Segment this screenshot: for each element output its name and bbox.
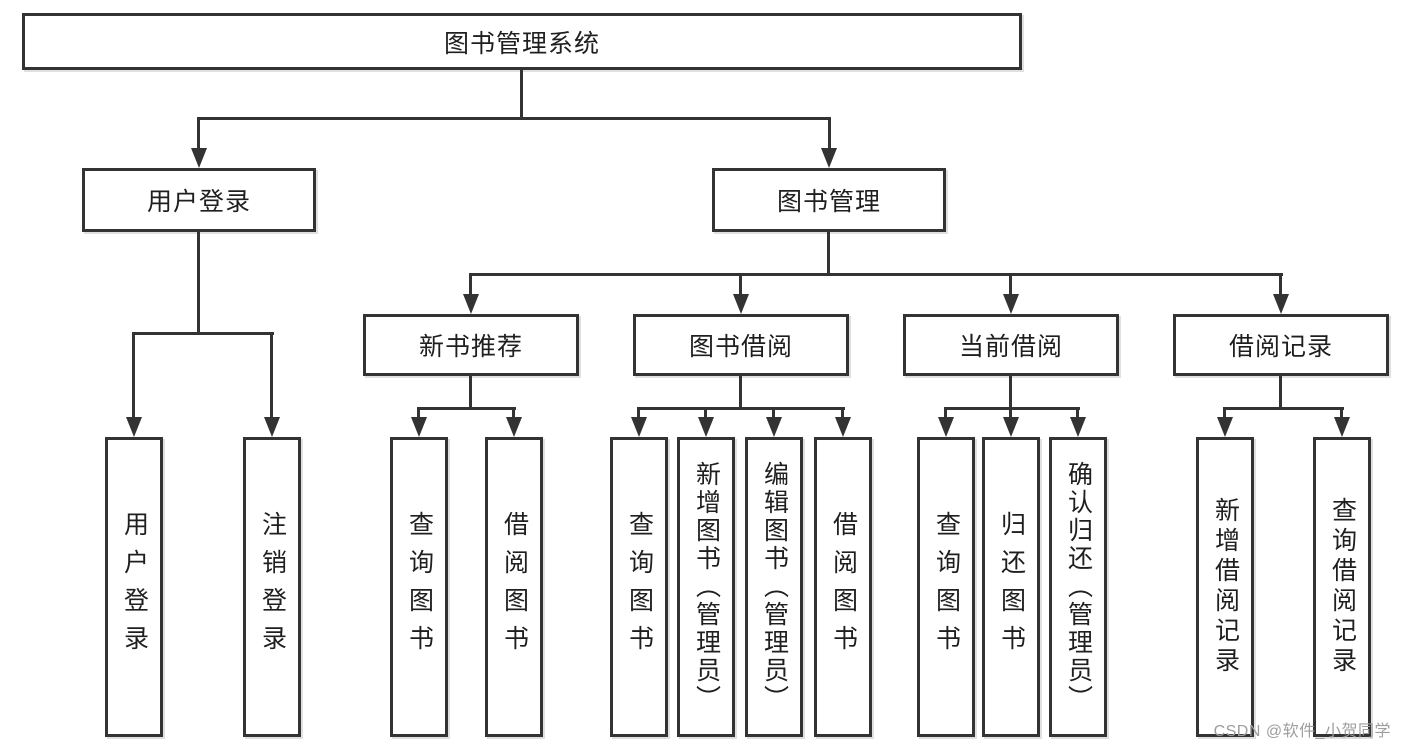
connector-line (469, 273, 1283, 276)
arrow-down-icon (1003, 294, 1019, 314)
connector-line (197, 117, 831, 120)
node-label: 新书推荐 (418, 333, 523, 361)
connector-line (1076, 407, 1079, 421)
connector-line (197, 232, 200, 332)
connector-line (1223, 407, 1344, 410)
leaf-logout: 注销登录 (243, 437, 301, 737)
arrow-down-icon (733, 294, 749, 314)
connector-line (520, 69, 523, 117)
node-label: 用户登录 (146, 188, 251, 216)
leaf-query-books-recommend: 查询图书 (390, 437, 448, 737)
node-library-management-system: 图书管理系统 (22, 13, 1022, 70)
arrow-down-icon (631, 417, 647, 437)
connector-line (417, 407, 516, 410)
csdn-watermark: CSDN @软件_小贺同学 (1213, 723, 1391, 740)
leaf-borrow-books-borrowing: 借阅图书 (814, 437, 872, 737)
connector-line (704, 407, 707, 421)
leaf-label: 借阅图书 (829, 511, 858, 663)
arrow-down-icon (1334, 417, 1350, 437)
connector-line (637, 407, 640, 421)
arrow-down-icon (191, 148, 207, 168)
node-new-book-recommendation: 新书推荐 (363, 314, 579, 376)
leaf-label: 新增图书（管理员） (692, 461, 721, 713)
leaf-label: 注销登录 (258, 511, 287, 663)
connector-line (739, 376, 742, 410)
node-borrowing-records: 借阅记录 (1173, 314, 1389, 376)
leaf-user-login: 用户登录 (105, 437, 163, 737)
connector-line (512, 407, 515, 421)
node-book-management: 图书管理 (712, 168, 946, 232)
arrow-down-icon (1003, 417, 1019, 437)
connector-line (772, 407, 775, 421)
node-label: 图书借阅 (688, 333, 793, 361)
arrow-down-icon (463, 294, 479, 314)
leaf-label: 查询图书 (625, 511, 654, 663)
connector-line (270, 332, 273, 420)
connector-line (739, 273, 742, 298)
arrow-down-icon (126, 417, 142, 437)
arrow-down-icon (835, 417, 851, 437)
node-user-login: 用户登录 (82, 168, 316, 232)
arrow-down-icon (1273, 294, 1289, 314)
leaf-label: 查询图书 (405, 511, 434, 663)
connector-line (944, 407, 947, 421)
node-label: 当前借阅 (958, 333, 1063, 361)
connector-line (417, 407, 420, 421)
node-book-borrowing: 图书借阅 (633, 314, 849, 376)
arrow-down-icon (1217, 417, 1233, 437)
connector-line (1009, 273, 1012, 298)
node-label: 图书管理 (776, 188, 881, 216)
connector-line (1279, 376, 1282, 410)
node-current-borrowing: 当前借阅 (903, 314, 1119, 376)
leaf-label: 归还图书 (997, 511, 1026, 663)
leaf-label: 新增借阅记录 (1211, 497, 1240, 677)
connector-line (841, 407, 844, 421)
arrow-down-icon (411, 417, 427, 437)
leaf-borrow-books-recommend: 借阅图书 (485, 437, 543, 737)
arrow-down-icon (506, 417, 522, 437)
connector-line (469, 376, 472, 410)
leaf-query-books-current: 查询图书 (917, 437, 975, 737)
leaf-add-borrow-record: 新增借阅记录 (1196, 437, 1254, 737)
leaf-confirm-return-admin: 确认归还（管理员） (1049, 437, 1107, 737)
leaf-label: 确认归还（管理员） (1064, 461, 1093, 713)
connector-line (827, 232, 830, 276)
leaf-label: 用户登录 (120, 511, 149, 663)
connector-line (828, 117, 831, 152)
connector-line (132, 332, 135, 420)
leaf-label: 查询图书 (932, 511, 961, 663)
leaf-label: 查询借阅记录 (1328, 497, 1357, 677)
leaf-label: 编辑图书（管理员） (760, 461, 789, 713)
connector-line (944, 407, 1080, 410)
leaf-edit-books-admin: 编辑图书（管理员） (745, 437, 803, 737)
arrow-down-icon (766, 417, 782, 437)
leaf-query-books-borrowing: 查询图书 (610, 437, 668, 737)
connector-line (1279, 273, 1282, 298)
arrow-down-icon (938, 417, 954, 437)
node-label: 图书管理系统 (443, 29, 600, 58)
leaf-add-books-admin: 新增图书（管理员） (677, 437, 735, 737)
connector-line (197, 117, 200, 152)
connector-line (1223, 407, 1226, 421)
arrow-down-icon (698, 417, 714, 437)
arrow-down-icon (1070, 417, 1086, 437)
leaf-query-borrow-record: 查询借阅记录 (1313, 437, 1371, 737)
connector-line (637, 407, 845, 410)
connector-line (1009, 376, 1012, 410)
arrow-down-icon (264, 417, 280, 437)
connector-line (132, 332, 274, 335)
connector-line (1340, 407, 1343, 421)
leaf-return-books: 归还图书 (982, 437, 1040, 737)
leaf-label: 借阅图书 (500, 511, 529, 663)
connector-line (1009, 407, 1012, 421)
arrow-down-icon (821, 148, 837, 168)
node-label: 借阅记录 (1228, 333, 1333, 361)
connector-line (469, 273, 472, 298)
